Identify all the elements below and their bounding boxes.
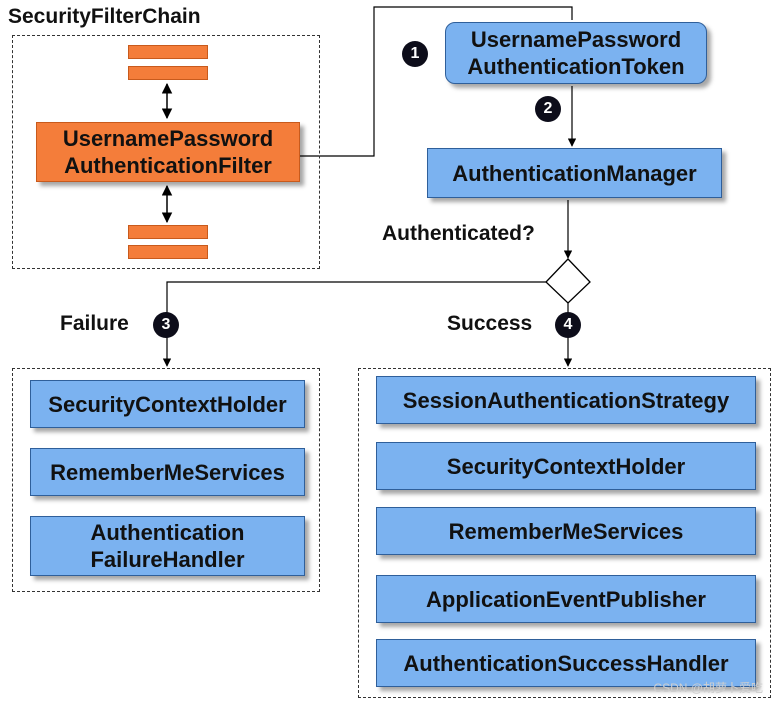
authenticated-question-label: Authenticated? [382, 222, 535, 245]
success-label: Success [447, 312, 533, 335]
success-security-context-holder: SecurityContextHolder [376, 442, 756, 490]
authentication-failure-handler: Authentication FailureHandler [30, 516, 305, 576]
step-badge-4: 4 [555, 312, 581, 338]
username-password-authentication-filter: UsernamePassword AuthenticationFilter [36, 122, 300, 182]
filter-bar [128, 225, 208, 239]
authentication-manager: AuthenticationManager [427, 148, 722, 198]
decision-diamond [545, 258, 591, 304]
filter-bar [128, 66, 208, 80]
failure-container [12, 368, 320, 592]
failure-arrow [162, 281, 546, 367]
step-badge-2: 2 [535, 96, 561, 122]
security-filter-chain-container [12, 35, 320, 269]
authentication-success-handler: AuthenticationSuccessHandler [376, 639, 756, 687]
step-badge-3: 3 [153, 312, 179, 338]
step-badge-1: 1 [402, 41, 428, 67]
filter-bar [128, 245, 208, 259]
failure-label: Failure [60, 312, 129, 335]
username-password-authentication-token: UsernamePassword AuthenticationToken [445, 22, 707, 84]
security-filter-chain-title: SecurityFilterChain [8, 5, 201, 28]
success-remember-me-services: RememberMeServices [376, 507, 756, 555]
watermark: CSDN @胡萝卜爱吃 [653, 681, 763, 695]
failure-remember-me-services: RememberMeServices [30, 448, 305, 496]
session-authentication-strategy: SessionAuthenticationStrategy [376, 376, 756, 424]
filter-bar [128, 45, 208, 59]
filter-to-token-line [300, 6, 573, 157]
application-event-publisher: ApplicationEventPublisher [376, 575, 756, 623]
failure-security-context-holder: SecurityContextHolder [30, 380, 305, 428]
